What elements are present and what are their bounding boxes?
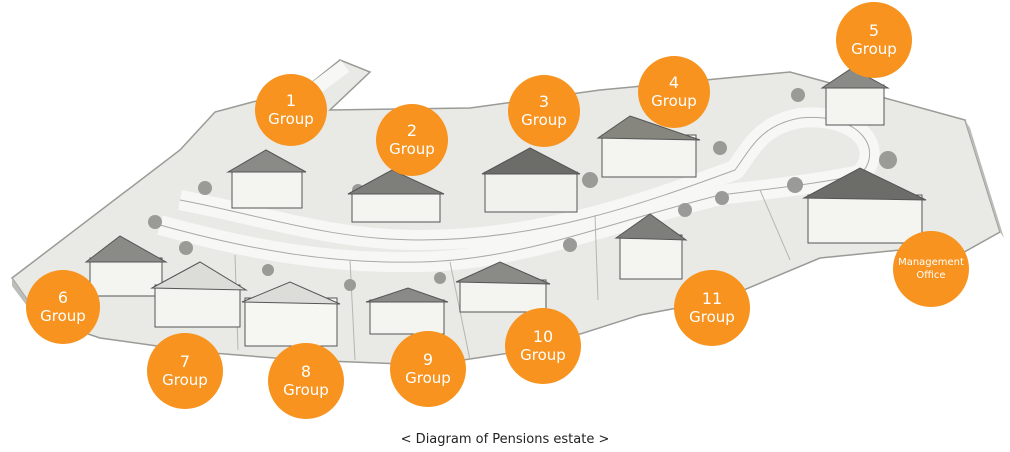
ground-edge-right <box>965 120 1004 238</box>
house-1 <box>226 149 307 209</box>
marker-label: Office <box>916 270 946 281</box>
marker-number: 10 <box>532 327 554 346</box>
marker-label: Group <box>689 308 735 326</box>
marker-label: Group <box>268 110 314 128</box>
marker-label: Group <box>162 371 208 389</box>
marker-number: Management <box>898 257 964 268</box>
house-management <box>802 167 927 244</box>
marker-label: Group <box>283 381 329 399</box>
house-11 <box>614 213 688 280</box>
marker-number: 6 <box>57 288 69 307</box>
house-9 <box>365 287 449 335</box>
house-3 <box>481 147 581 213</box>
house-7 <box>150 261 248 328</box>
marker-label: Group <box>521 111 567 129</box>
marker-number: 9 <box>422 350 434 369</box>
marker-number: 8 <box>300 362 312 381</box>
marker-label: Group <box>405 369 451 387</box>
marker-number: 5 <box>868 21 880 40</box>
marker-number: 11 <box>701 289 723 308</box>
house-4 <box>596 115 701 178</box>
marker-label: Group <box>651 92 697 110</box>
marker-number: 7 <box>179 352 191 371</box>
marker-number: 2 <box>406 121 418 140</box>
marker-number: 3 <box>538 92 550 111</box>
house-5 <box>820 67 890 126</box>
marker-number: 4 <box>668 73 680 92</box>
house-6 <box>84 235 168 297</box>
house-2 <box>347 169 445 223</box>
diagram-caption: < Diagram of Pensions estate > <box>400 432 610 447</box>
marker-label: Group <box>389 140 435 158</box>
marker-label: Group <box>40 307 86 325</box>
house-8 <box>241 281 341 347</box>
marker-number: 1 <box>285 91 297 110</box>
houses <box>84 67 927 347</box>
house-10 <box>455 261 551 313</box>
trees <box>148 88 897 291</box>
main-road-edge <box>159 116 871 263</box>
marker-label: Group <box>520 346 566 364</box>
marker-label: Group <box>851 40 897 58</box>
